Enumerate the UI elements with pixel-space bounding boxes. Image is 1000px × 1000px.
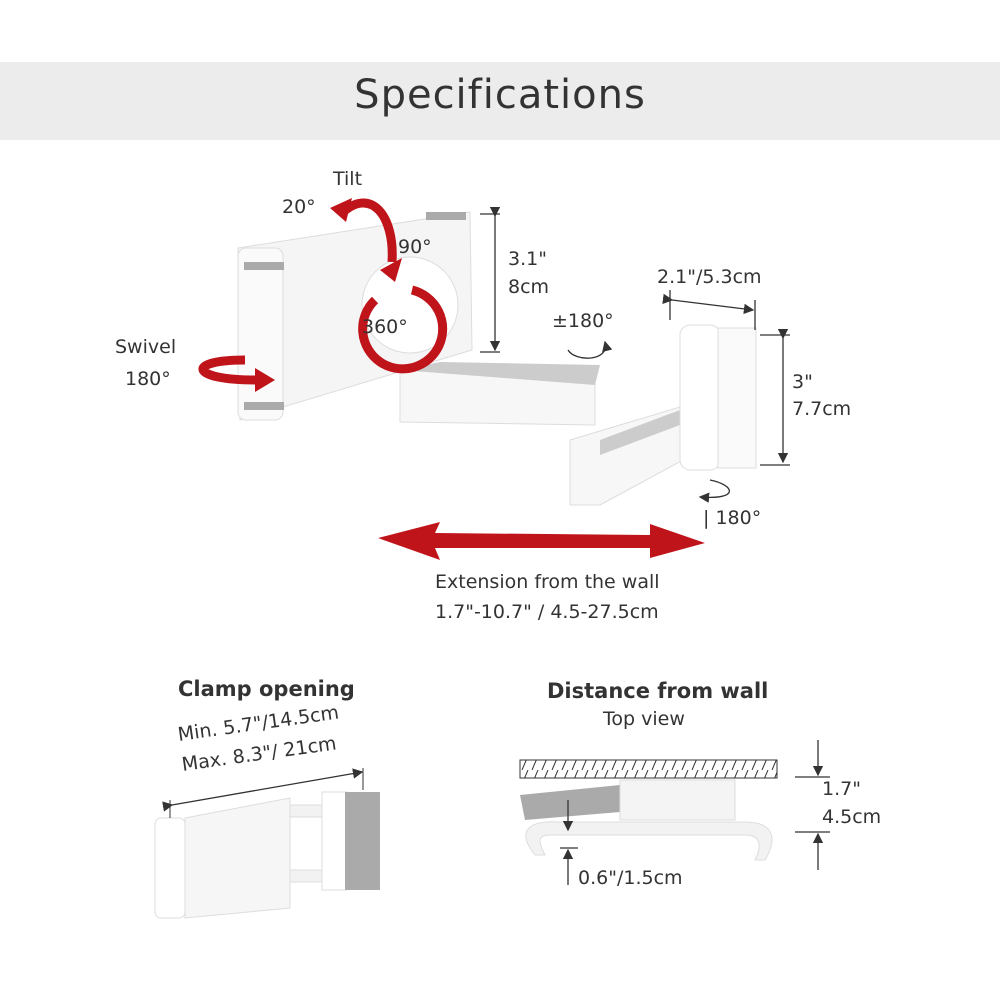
motion-arrows — [198, 198, 448, 385]
clamp-title: Clamp opening — [178, 677, 355, 701]
plate-height-cm: 7.7cm — [792, 398, 852, 420]
swivel-label: Swivel — [115, 336, 177, 358]
tilt-label: Tilt — [333, 168, 363, 190]
plate-width: 2.1"/5.3cm — [657, 266, 762, 288]
rotation-value: 360° — [362, 316, 408, 338]
lip-depth: 0.6"/1.5cm — [578, 867, 683, 889]
swing-arm — [399, 324, 757, 506]
extension-value: 1.7"-10.7" / 4.5-27.5cm — [435, 601, 659, 623]
holder-height-cm: 8cm — [508, 276, 550, 298]
header-band — [0, 62, 1000, 140]
extension-arrow — [378, 522, 705, 560]
tablet-holder — [237, 211, 473, 421]
distance-title: Distance from wall — [547, 679, 769, 703]
depth-in: 1.7" — [822, 778, 861, 800]
distance-subtitle: Top view — [603, 708, 685, 730]
page-title: Specifications — [354, 72, 646, 118]
depth-cm: 4.5cm — [822, 806, 882, 828]
holder-height-in: 3.1" — [508, 248, 547, 270]
swivel-value: 180° — [125, 368, 171, 390]
tilt-up-value: 20° — [282, 196, 316, 218]
arm-rotation: ±180° — [552, 310, 614, 332]
base-rotation: | 180° — [703, 507, 762, 529]
top-view-illustration — [519, 740, 830, 885]
extension-label: Extension from the wall — [435, 571, 660, 593]
tilt-down-value: 90° — [398, 236, 432, 258]
plate-height-in: 3" — [792, 371, 813, 393]
clamp-illustration — [154, 768, 380, 919]
